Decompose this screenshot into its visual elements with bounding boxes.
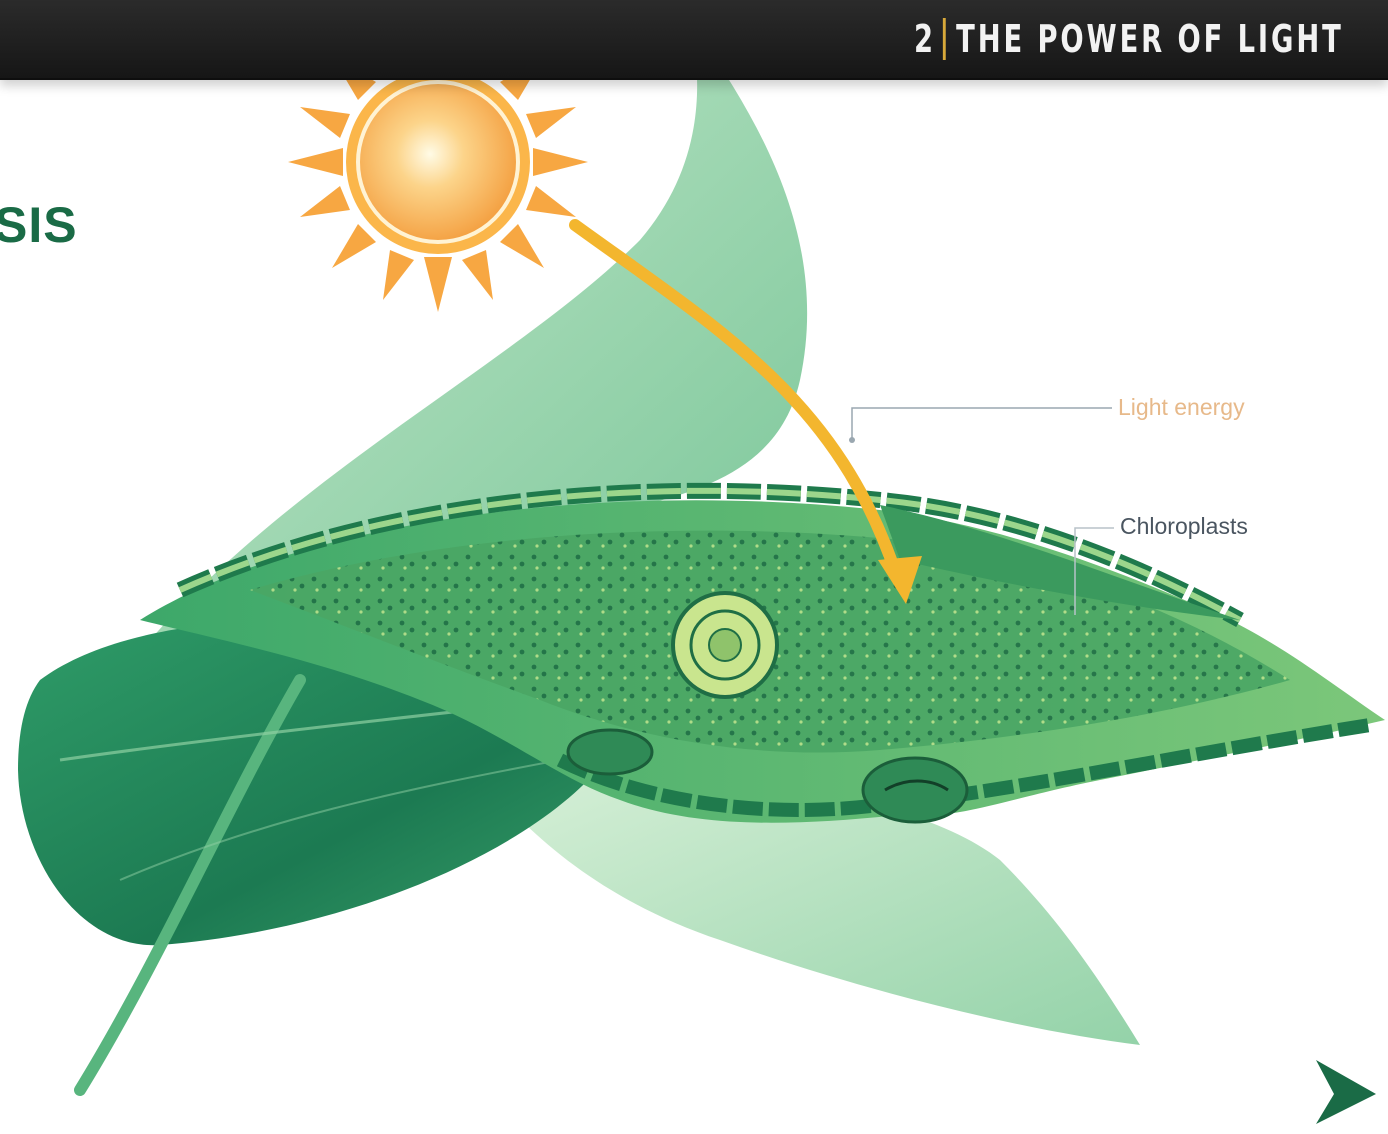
chevron-right-icon [1314, 1060, 1376, 1124]
header-bar: 2 THE POWER OF LIGHT [0, 0, 1388, 80]
chapter-title: 2 THE POWER OF LIGHT [914, 12, 1344, 66]
section-heading: SIS [0, 196, 78, 254]
chloroplasts-label: Chloroplasts [1120, 513, 1248, 540]
next-page-button[interactable] [1314, 1060, 1376, 1124]
light-energy-label: Light energy [1118, 394, 1245, 421]
chapter-name: THE POWER OF LIGHT [957, 17, 1344, 61]
stoma [568, 730, 652, 774]
chapter-separator [944, 18, 947, 60]
chapter-number: 2 [914, 17, 933, 61]
stoma [863, 758, 967, 822]
light-energy-leader [852, 408, 1112, 440]
